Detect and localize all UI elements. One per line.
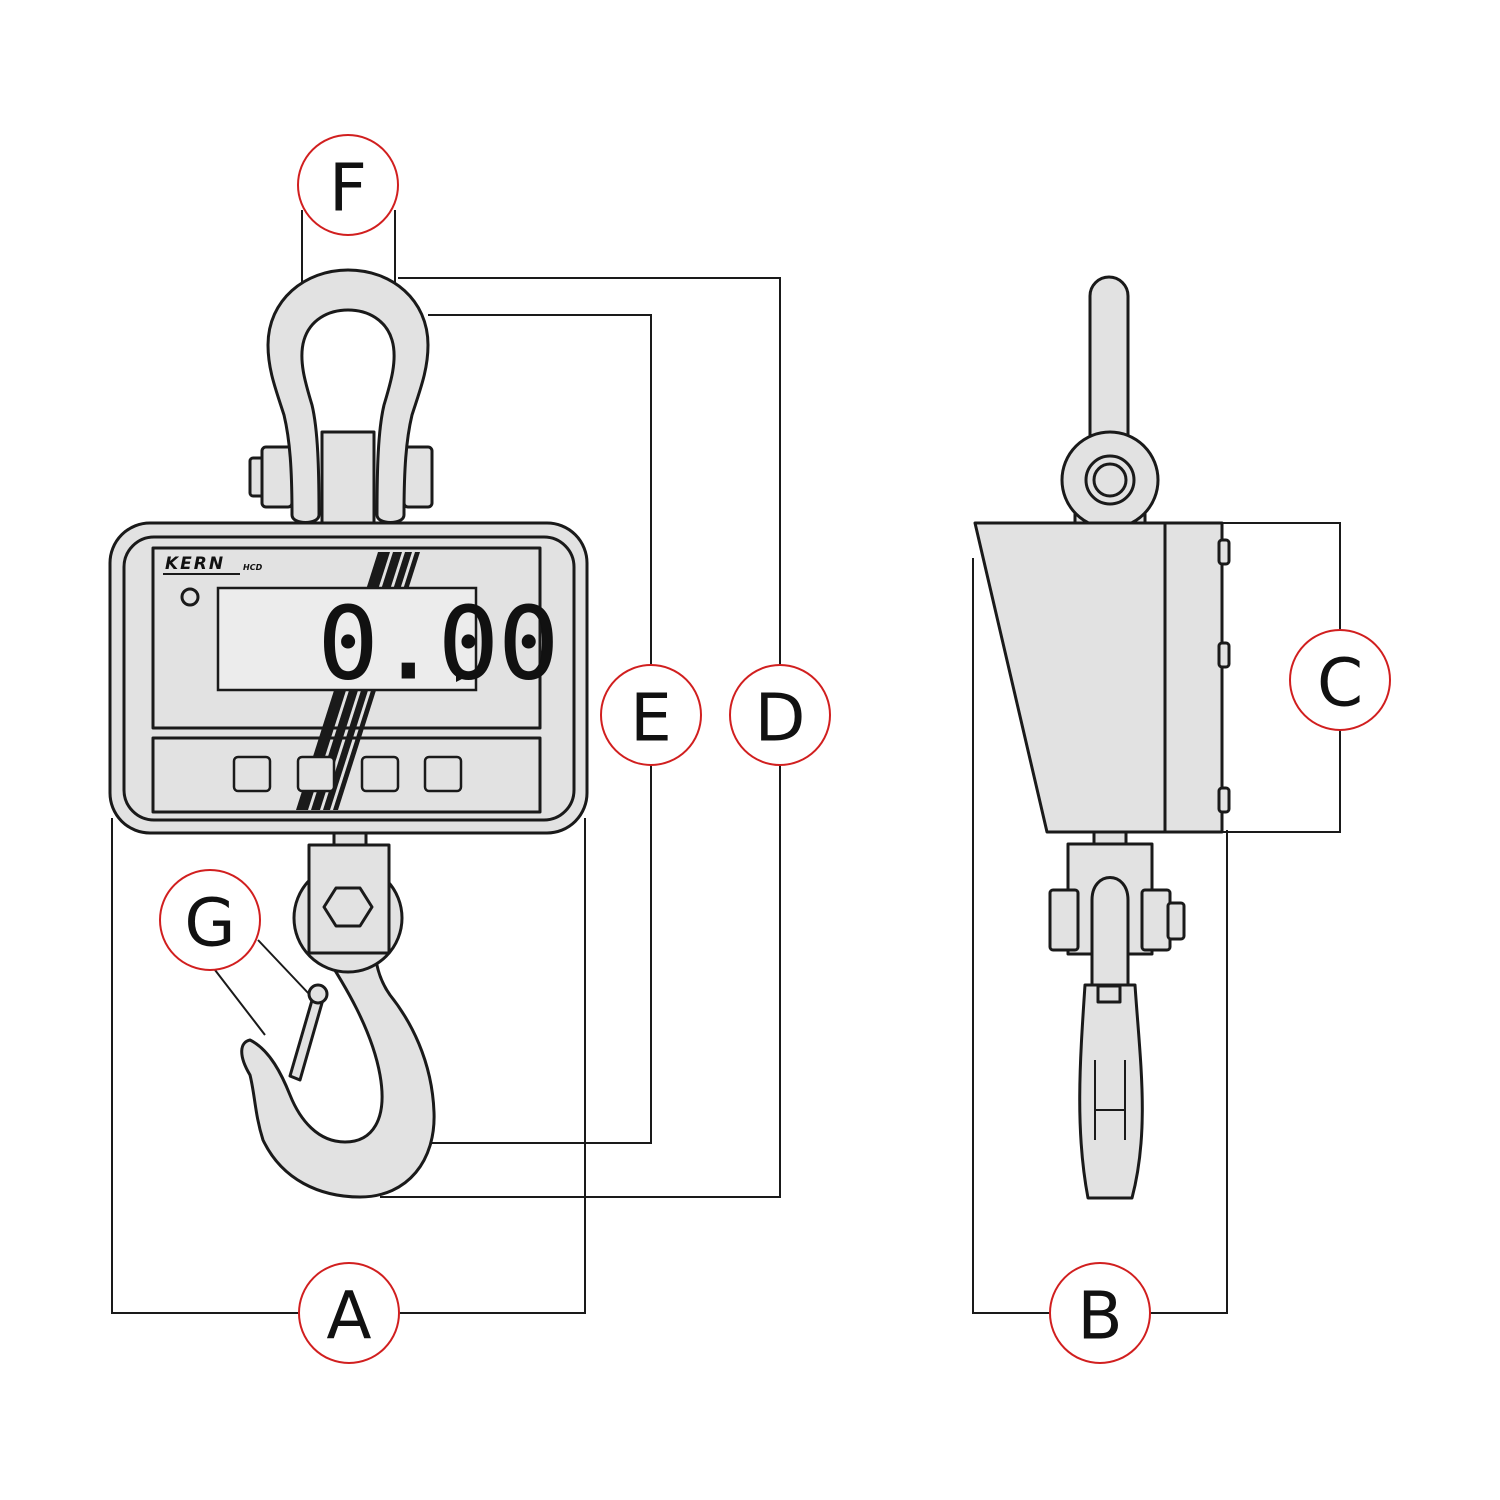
callout-a: A (298, 1262, 400, 1364)
callout-g: G (159, 869, 261, 971)
side-hook-latch (1096, 984, 1122, 1004)
dimension-d-lines (380, 277, 781, 1198)
dimension-e-lines (428, 314, 652, 1144)
callout-circle-d (729, 664, 831, 766)
dimension-b-lines (972, 558, 1228, 1314)
callout-f: F (297, 134, 399, 236)
side-housing-back (1163, 521, 1224, 834)
hook-hex-nut (322, 886, 374, 928)
side-nut-left (1048, 888, 1080, 952)
side-hook-detail (1094, 1060, 1126, 1140)
stable-indicator-arrow (456, 668, 470, 682)
callout-circle-b (1049, 1262, 1151, 1364)
status-led (180, 587, 200, 607)
hook (240, 948, 436, 1199)
callout-label-a: A (326, 1278, 371, 1355)
side-button-mid (1217, 641, 1231, 669)
side-nut-right (1140, 888, 1172, 952)
callout-e: E (600, 664, 702, 766)
side-housing-tapered (973, 521, 1167, 834)
side-button-top (1217, 538, 1231, 566)
side-lower-neck (1092, 830, 1128, 846)
dimension-lines (111, 210, 1341, 1314)
side-shackle-bar (1088, 275, 1130, 459)
callout-circle-a (298, 1262, 400, 1364)
callout-label-e: E (630, 680, 672, 757)
callout-circle-c (1289, 629, 1391, 731)
shackle-nut-left (260, 445, 294, 509)
keypad-button-3[interactable] (360, 755, 400, 793)
callout-circle-e (600, 664, 702, 766)
front-view: 0.00 KERN HCD (108, 268, 589, 1199)
model-label: HCD (243, 563, 263, 572)
callout-circle-g (159, 869, 261, 971)
side-button-low (1217, 786, 1231, 814)
callout-c: C (1289, 629, 1391, 731)
side-shackle-bolt-core (1092, 462, 1128, 498)
latch-pivot (307, 983, 329, 1005)
weight-reading: 0.00 (318, 585, 559, 702)
side-view (973, 275, 1231, 1200)
callout-label-b: B (1077, 1278, 1122, 1355)
callout-label-c: C (1317, 645, 1363, 722)
callout-label-g: G (184, 885, 235, 962)
callout-label-d: D (755, 680, 806, 757)
dimension-a-lines (111, 818, 586, 1314)
callout-circle-f (297, 134, 399, 236)
lcd-screen (216, 586, 478, 692)
side-hook (1078, 983, 1144, 1200)
callout-b: B (1049, 1262, 1151, 1364)
callout-d: D (729, 664, 831, 766)
side-nut-right-outer (1166, 901, 1186, 941)
dimension-c-lines (1222, 522, 1341, 833)
brand-logo: KERN (165, 554, 225, 574)
lower-connector-neck (332, 831, 368, 847)
shackle-neck (320, 430, 376, 529)
callout-label-f: F (329, 150, 367, 227)
shackle-nut-right (402, 445, 434, 509)
keypad-button-1[interactable] (232, 755, 272, 793)
side-hook-shank (1090, 876, 1130, 987)
keypad-button-4[interactable] (423, 755, 463, 793)
dimension-g-leaders (214, 939, 311, 1036)
keypad-button-2[interactable] (296, 755, 336, 793)
